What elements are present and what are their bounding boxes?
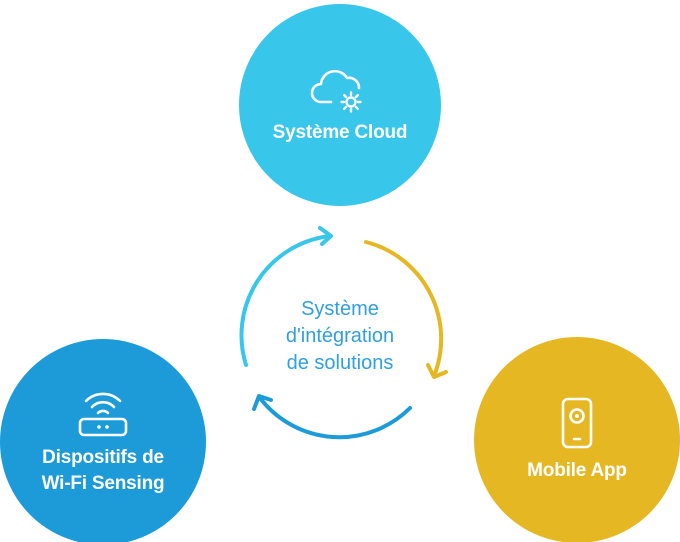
center-label-line3: de solutions xyxy=(286,352,394,374)
center-label-line2: d'intégration xyxy=(285,325,395,347)
cycle-arrowhead-mobile xyxy=(426,363,448,379)
cycle-arc-mobile xyxy=(364,240,444,378)
smartphone-icon xyxy=(561,397,593,449)
center-label: Système d'intégration de solutions xyxy=(250,296,430,377)
cycle-arc-wifi xyxy=(258,396,412,440)
wifi-router-icon xyxy=(78,392,128,437)
node-cloud-system: Système Cloud xyxy=(239,4,441,206)
node-mobile-label: Mobile App xyxy=(527,460,627,481)
node-mobile-app: Mobile App xyxy=(474,337,680,542)
cycle-arrowhead-wifi xyxy=(252,394,273,411)
node-wifi-label: Dispositifs de Wi-Fi Sensing xyxy=(42,445,165,497)
cloud-gear-icon xyxy=(310,69,362,113)
node-wifi-label-line1: Dispositifs de xyxy=(42,447,164,468)
node-wifi-sensing: Dispositifs de Wi-Fi Sensing xyxy=(0,339,206,542)
cycle-arc-cloud xyxy=(239,234,332,367)
node-wifi-label-line2: Wi-Fi Sensing xyxy=(41,473,165,494)
cycle-arrowhead-cloud xyxy=(318,226,333,246)
node-cloud-label: Système Cloud xyxy=(272,122,408,143)
center-label-line1: Système xyxy=(301,298,379,320)
